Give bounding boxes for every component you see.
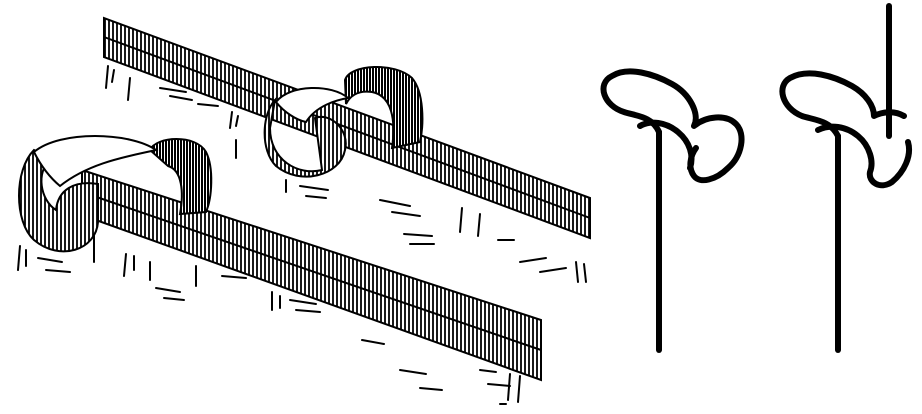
stem-icons [603,6,909,350]
hooked-stem-2 [782,6,909,350]
hooked-stem-1 [603,71,741,350]
upper-ribbon-midline [104,37,590,218]
ribbon-sketch [18,18,590,404]
